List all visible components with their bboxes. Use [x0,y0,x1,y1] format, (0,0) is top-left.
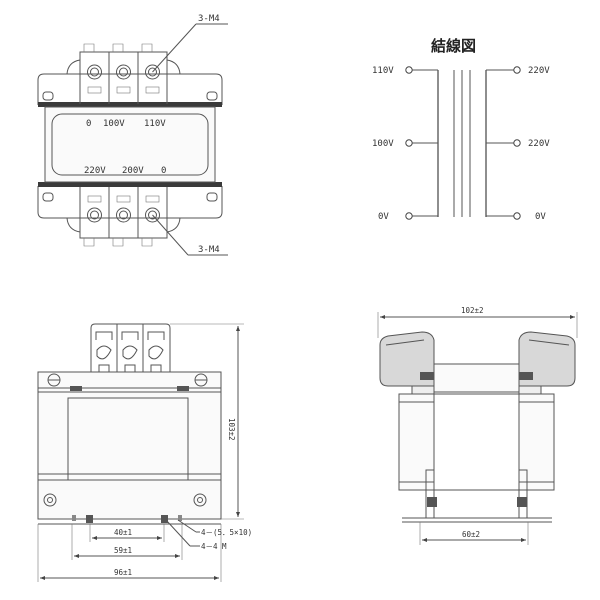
secondary-label-220v: 220V [84,166,106,176]
hole-note: 4－(5．5×10) [201,528,252,537]
base-dimension: 60±2 [462,530,480,539]
wiring-diagram [405,66,521,220]
dim-96: 96±1 [114,568,132,577]
wiring-left-110v: 110V [372,66,394,76]
screw-note: 4－4 M [201,542,227,551]
wiring-right-0v: 0V [535,212,546,222]
wiring-left-0v: 0V [378,212,389,222]
top-view [37,23,228,256]
primary-label-0: 0 [86,119,91,129]
side-view [377,312,578,545]
dim-59: 59±1 [114,546,132,555]
dim-40: 40±1 [114,528,132,537]
secondary-label-200v: 200V [122,166,144,176]
secondary-label-0: 0 [161,166,166,176]
wiring-left-100v: 100V [372,139,394,149]
front-view [37,323,244,582]
primary-label-100v: 100V [103,119,125,129]
wiring-right-220v-top: 220V [528,66,550,76]
height-dimension: 103±2 [227,418,236,441]
callout-top-label: 3-M4 [198,14,220,24]
width-dimension: 102±2 [461,306,484,315]
wiring-title: 結線図 [431,37,476,55]
primary-label-110v: 110V [144,119,166,129]
wiring-right-220v-mid: 220V [528,139,550,149]
callout-bottom-label: 3-M4 [198,245,220,255]
